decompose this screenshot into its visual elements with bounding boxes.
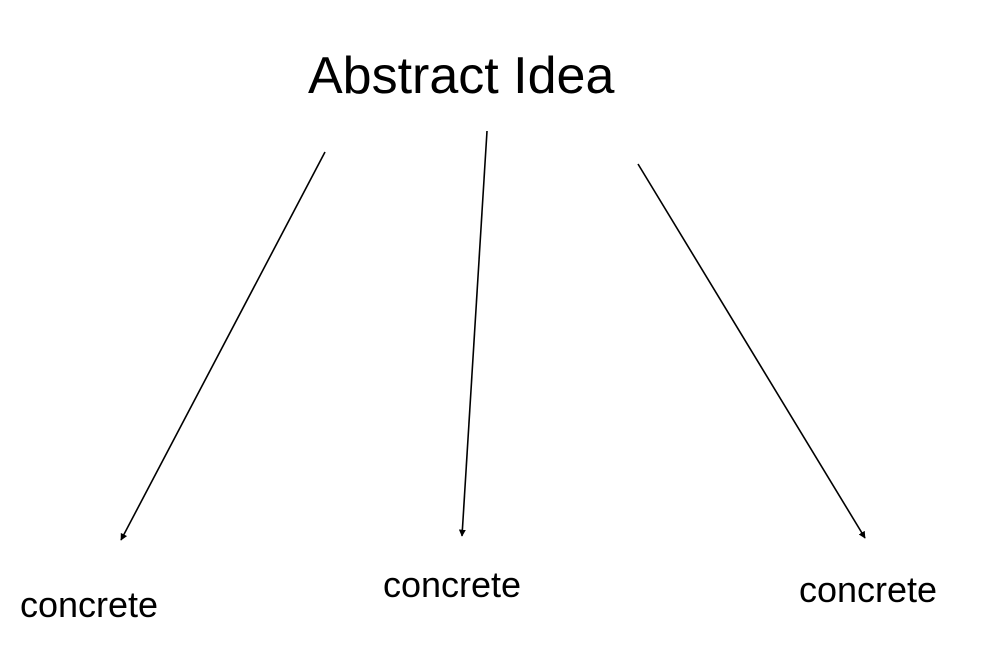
arrow-left	[120, 151, 326, 541]
arrow-right	[637, 163, 866, 539]
concrete-label-right: concrete	[799, 569, 938, 610]
abstract-idea-title: Abstract Idea	[308, 47, 615, 105]
arrow-middle	[458, 130, 488, 537]
concrete-label-left: concrete	[20, 584, 159, 625]
concrete-label-middle: concrete	[383, 564, 522, 605]
